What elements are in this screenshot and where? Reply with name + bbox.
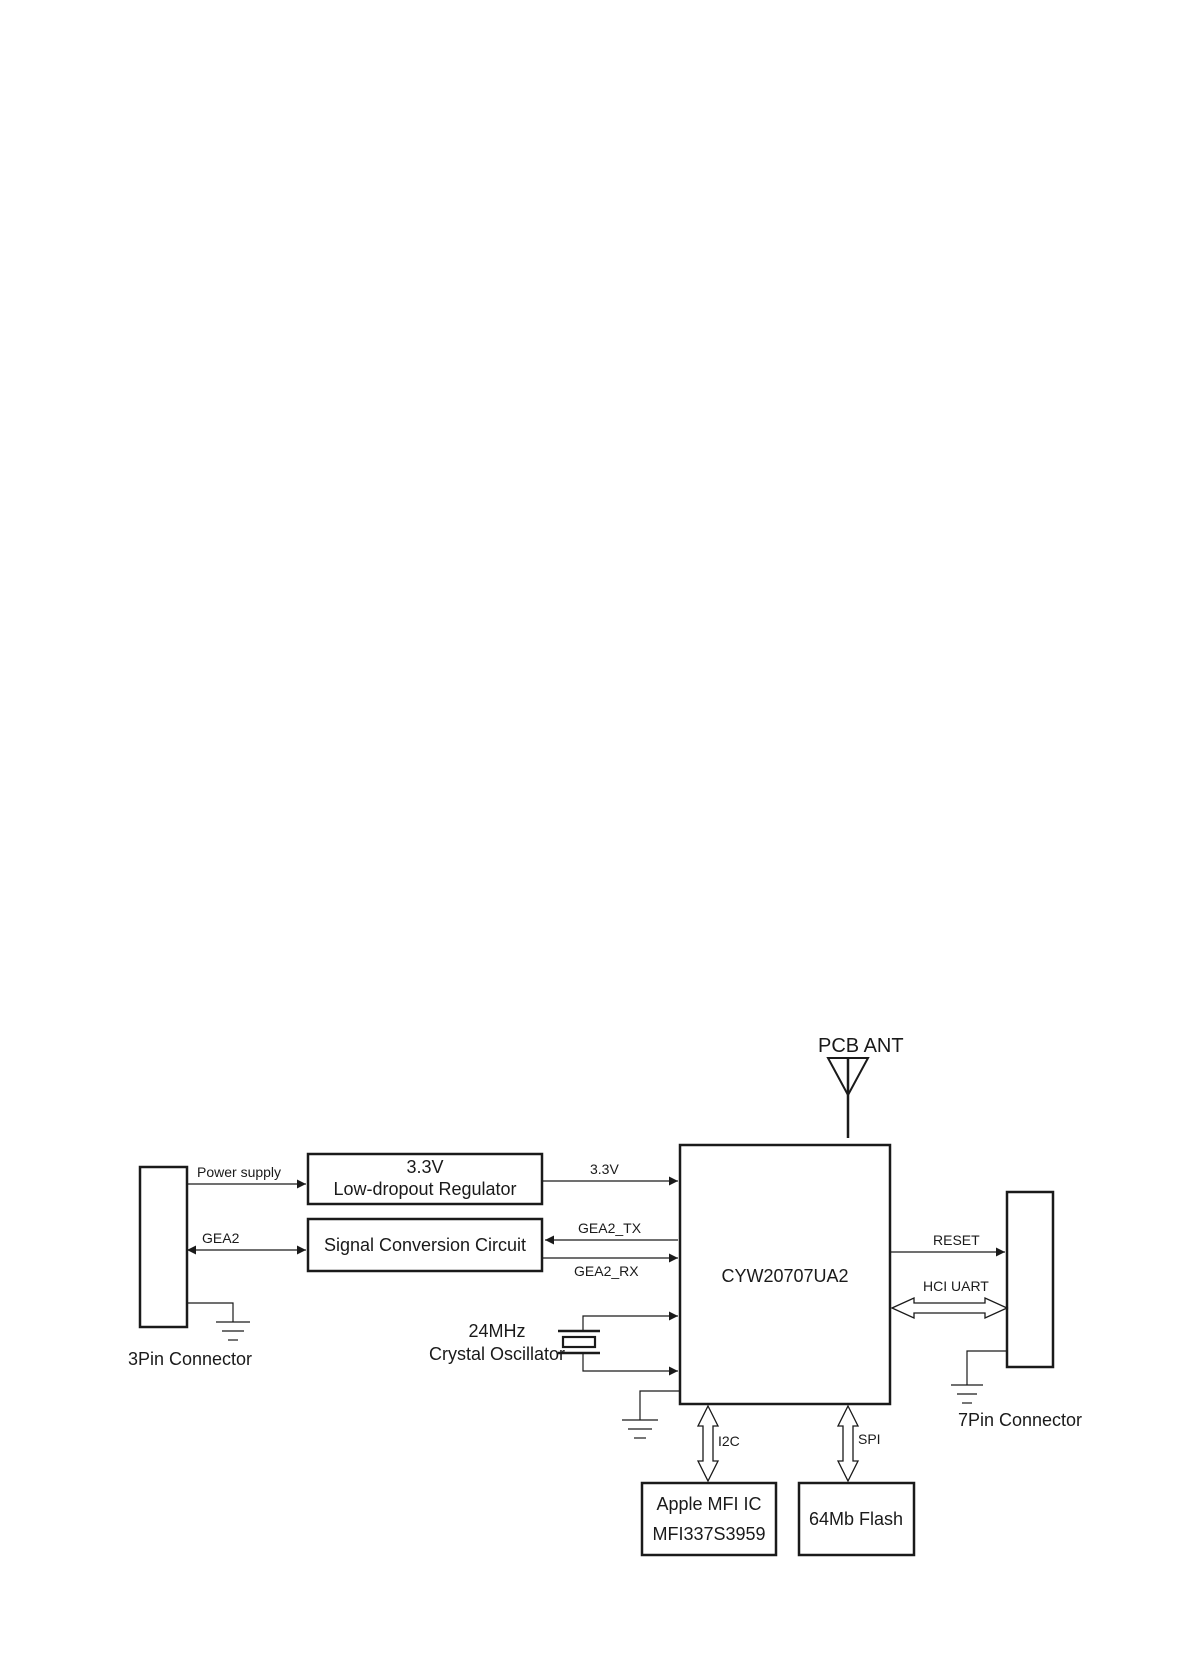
- reset-label: RESET: [933, 1232, 980, 1248]
- crystal-line1: 24MHz: [468, 1321, 525, 1341]
- chip-label: CYW20707UA2: [721, 1266, 848, 1286]
- ldo-line1: 3.3V: [406, 1157, 443, 1177]
- gea2-tx-label: GEA2_TX: [578, 1220, 642, 1236]
- i2c-arrow: [698, 1406, 718, 1481]
- signal-conversion-label: Signal Conversion Circuit: [324, 1235, 526, 1255]
- ldo-line2: Low-dropout Regulator: [333, 1179, 516, 1199]
- ground-icon: [622, 1391, 680, 1438]
- flash-label: 64Mb Flash: [809, 1509, 903, 1529]
- antenna-icon: [828, 1058, 868, 1138]
- connector-left-label: 3Pin Connector: [128, 1349, 252, 1369]
- mfi-line1: Apple MFI IC: [656, 1494, 761, 1514]
- connector-left: [140, 1167, 187, 1327]
- v33-label: 3.3V: [590, 1161, 619, 1177]
- connector-right: [1007, 1192, 1053, 1367]
- connector-right-label: 7Pin Connector: [958, 1410, 1082, 1430]
- gea2-rx-label: GEA2_RX: [574, 1263, 639, 1279]
- hci-uart-arrow: [892, 1298, 1007, 1318]
- spi-arrow: [838, 1406, 858, 1481]
- gea2-label: GEA2: [202, 1230, 240, 1246]
- hci-uart-label: HCI UART: [923, 1278, 989, 1294]
- crystal-icon: [558, 1316, 678, 1371]
- ground-icon: [951, 1351, 1007, 1403]
- spi-label: SPI: [858, 1431, 881, 1447]
- power-supply-label: Power supply: [197, 1164, 281, 1180]
- antenna-label: PCB ANT: [818, 1035, 904, 1057]
- ground-icon: [187, 1303, 250, 1340]
- crystal-line2: Crystal Oscillator: [429, 1344, 565, 1364]
- mfi-line2: MFI337S3959: [652, 1524, 765, 1544]
- i2c-label: I2C: [718, 1433, 740, 1449]
